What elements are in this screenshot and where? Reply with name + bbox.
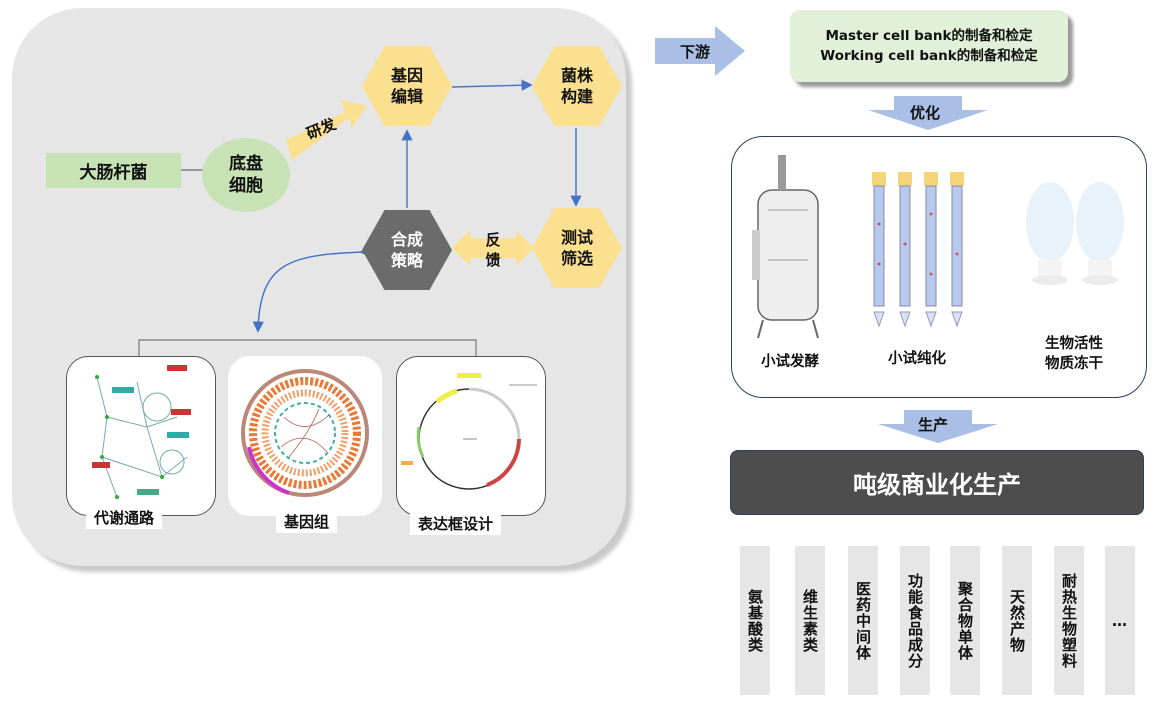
produce-label: 生产 <box>918 416 949 434</box>
metabolic-pathway-label: 代谢通路 <box>86 506 163 529</box>
product-vitamins: 维生素类 <box>795 546 825 695</box>
plasmid-map-image <box>401 373 537 490</box>
ton-scale-production-box: 吨级商业化生产 <box>730 450 1144 515</box>
optimize-arrow <box>868 96 988 130</box>
research-arrow <box>286 100 367 160</box>
expression-cassette-card <box>396 356 546 516</box>
feedback-label: 反 馈 <box>485 231 501 269</box>
purification-columns-image <box>872 172 964 328</box>
feedback-arrow <box>452 230 534 266</box>
product-more: … <box>1105 546 1135 695</box>
master-cell-bank-text: Master cell bank的制备和检定 <box>825 28 1033 44</box>
pilot-fermentation-label: 小试发酵 <box>761 354 819 370</box>
downstream-arrow <box>655 26 745 76</box>
cell-bank-box: Master cell bank的制备和检定 Working cell bank… <box>790 10 1068 82</box>
pilot-purification-label: 小试纯化 <box>888 351 946 367</box>
freeze-drying-label: 生物活性 物质冻干 <box>1045 336 1103 372</box>
downstream-label: 下游 <box>680 43 711 61</box>
produce-arrow <box>878 410 998 443</box>
product-heat-resistant-bioplastic: 耐热生物塑料 <box>1054 546 1084 695</box>
cards-bracket <box>138 339 477 358</box>
metabolic-pathway-image <box>92 365 191 499</box>
product-polymer-monomers: 聚合物单体 <box>950 546 980 695</box>
product-amino-acids: 氨基酸类 <box>740 546 770 695</box>
product-natural-products: 天然产物 <box>1002 546 1032 695</box>
fermenter-image <box>752 155 819 339</box>
working-cell-bank-text: Working cell bank的制备和检定 <box>820 48 1038 64</box>
product-functional-food: 功能食品成分 <box>900 546 930 695</box>
optimize-label: 优化 <box>910 104 941 122</box>
freeze-dried-powder-image <box>1026 182 1124 285</box>
ecoli-box: 大肠杆菌 <box>46 153 181 188</box>
metabolic-pathway-card <box>66 356 216 516</box>
genome-card <box>228 356 382 516</box>
genome-circos-image <box>241 369 369 497</box>
chassis-cell-node: 底盘 细胞 <box>202 138 290 212</box>
product-pharma-intermediates: 医药中间体 <box>848 546 878 695</box>
genome-label: 基因组 <box>276 510 338 533</box>
strain-build-node: 菌株 构建 <box>532 46 622 126</box>
expression-cassette-label: 表达框设计 <box>410 512 502 535</box>
edit-to-build-arrow <box>451 79 533 91</box>
synthesis-cards-arrow <box>252 246 371 333</box>
